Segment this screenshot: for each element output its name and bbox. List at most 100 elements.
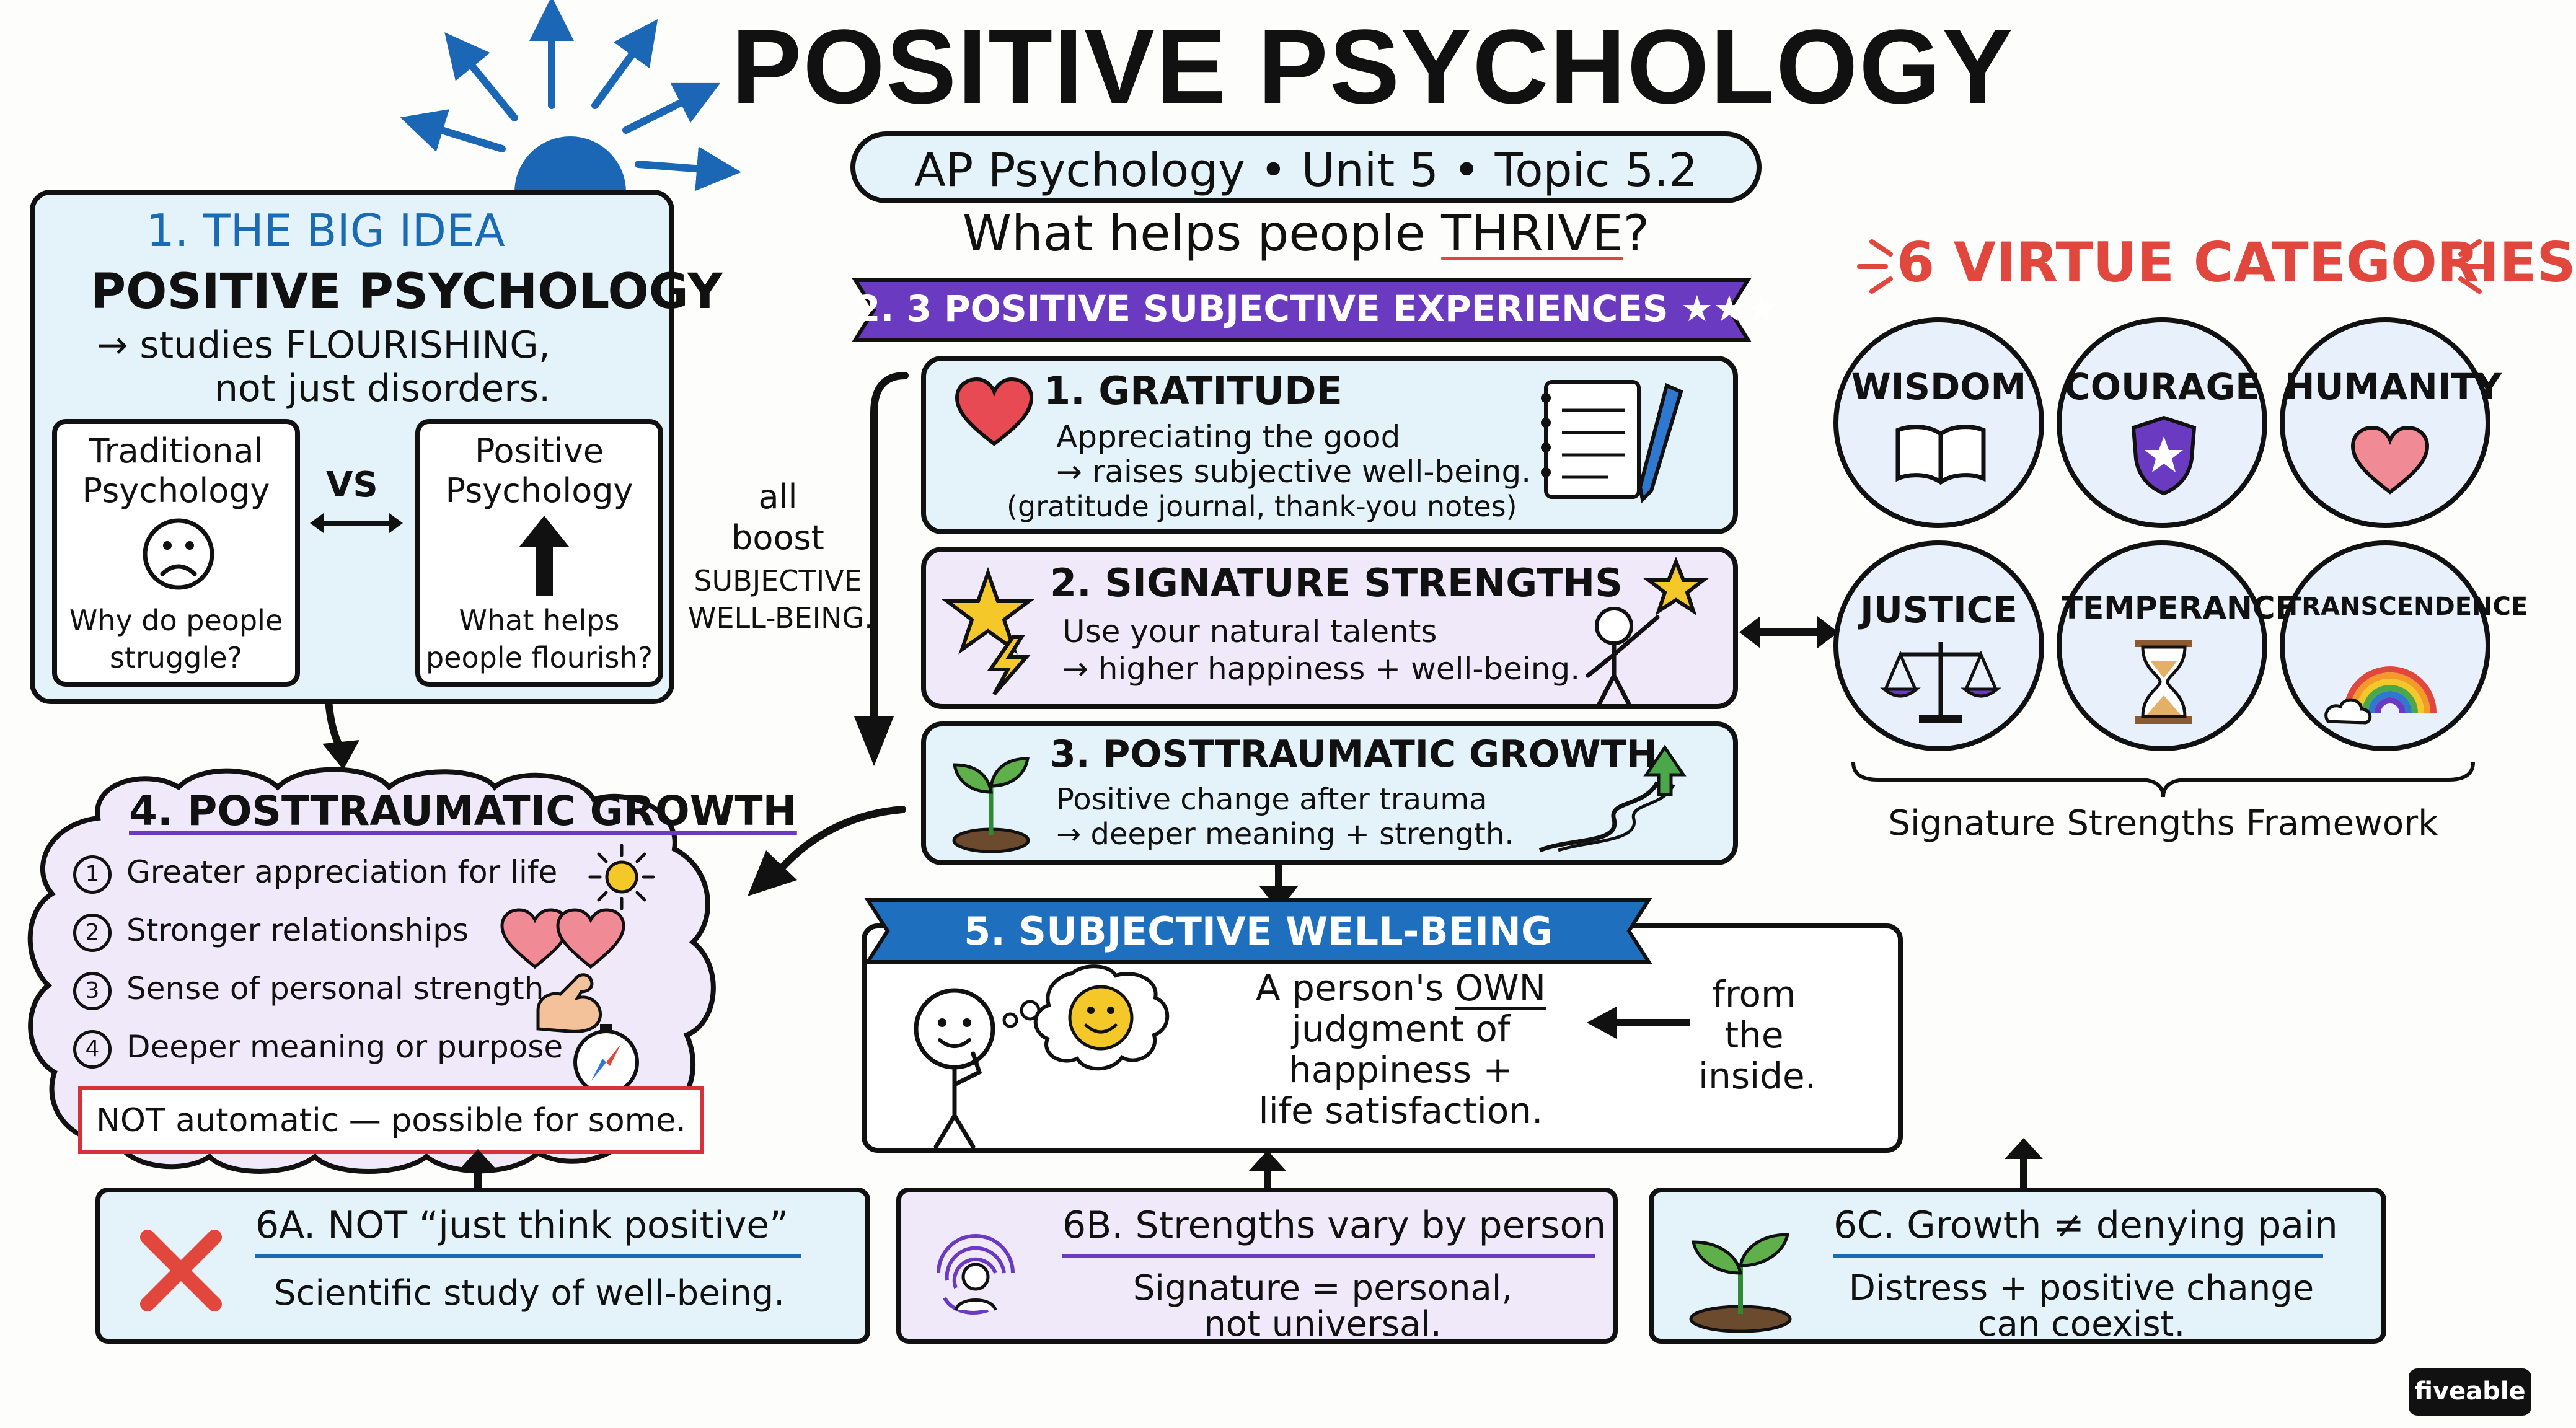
experiences-banner: 2. 3 POSITIVE SUBJECTIVE EXPERIENCES ★★★ — [852, 276, 1778, 343]
signature-strengths-l2: → higher happiness + well-being. — [1062, 651, 1581, 687]
gratitude-l2: → raises subjective well-being. — [1056, 454, 1532, 490]
ptg-item-2-text: Stronger relationships — [126, 912, 469, 948]
traditional-card: Traditional Psychology Why do people str… — [52, 419, 300, 687]
page-title: POSITIVE PSYCHOLOGY — [731, 8, 2014, 126]
virtue-temperance: TEMPERANCE — [2057, 540, 2296, 751]
posttraumatic-growth-card: 3. POSTTRAUMATIC GROWTH Positive change … — [921, 721, 1738, 865]
swb-banner-text: 5. SUBJECTIVE WELL-BEING — [964, 909, 1553, 954]
traditional-q2: struggle? — [110, 641, 242, 674]
big-idea-panel: 1. THE BIG IDEA POSITIVE PSYCHOLOGY → st… — [30, 190, 723, 704]
all-boost-2: boost — [731, 518, 824, 557]
posttraumatic-growth-l1: Positive change after trauma — [1056, 782, 1488, 817]
misc-6b-title: 6B. Strengths vary by person — [1062, 1204, 1607, 1247]
shield-star-icon — [2130, 415, 2198, 496]
question-pre: What helps people — [962, 205, 1442, 262]
scales-icon — [1880, 638, 2001, 725]
virtues-framework: Signature Strengths Framework — [1888, 803, 2438, 844]
swb-from-2: the — [1724, 1014, 1784, 1056]
big-idea-title: POSITIVE PSYCHOLOGY — [90, 264, 723, 320]
misc-6a-title: 6A. NOT “just think positive” — [255, 1204, 789, 1247]
posttraumatic-growth-l2: → deeper meaning + strength. — [1056, 817, 1514, 852]
ptg-item-4-num: 4 — [73, 1029, 112, 1069]
bracket-arrow — [843, 369, 917, 797]
two-hearts-icon — [500, 908, 625, 971]
misc-6c: 6C. Growth ≠ denying pain Distress + pos… — [1649, 1188, 2386, 1344]
swb-from-1: from — [1712, 973, 1796, 1015]
ptg-item-2: 2 Stronger relationships — [73, 912, 469, 952]
gratitude-l3: (gratitude journal, thank-you notes) — [1007, 490, 1517, 523]
ptg-note: NOT automatic — possible for some. — [96, 1102, 686, 1139]
double-arrow-icon — [310, 511, 403, 536]
swb-from-3: inside. — [1698, 1055, 1817, 1097]
all-boost-note: all boost SUBJECTIVE WELL-BEING. — [688, 477, 873, 651]
ptg-item-1-num: 1 — [73, 855, 112, 894]
brand-text: fiveable — [2414, 1377, 2526, 1406]
hourglass-icon — [2133, 638, 2195, 725]
swb-line1: A person's OWN — [1202, 967, 1599, 1009]
virtue-justice-label: JUSTICE — [1860, 589, 2018, 631]
ptg-item-3-text: Sense of personal strength — [126, 971, 544, 1007]
misc-6b-l2: not universal. — [1204, 1304, 1442, 1344]
positive-q2: people flourish? — [425, 641, 653, 674]
misc-6a-underline — [255, 1254, 801, 1258]
virtue-humanity: HUMANITY — [2280, 317, 2502, 528]
positive-card: Positive Psychology What helps people fl… — [415, 419, 663, 687]
virtues-heading-dashes — [1847, 229, 2504, 298]
all-boost-1: all — [758, 477, 798, 516]
flexed-arm-icon — [532, 967, 606, 1035]
rainbow-icon — [2322, 645, 2458, 725]
misc-6a-l1: Scientific study of well-being. — [274, 1273, 785, 1313]
virtue-wisdom-label: WISDOM — [1851, 366, 2027, 408]
heart-icon — [955, 377, 1034, 447]
question-text: What helps people THRIVE? — [850, 205, 1762, 262]
swb-line2: judgment of — [1291, 1008, 1511, 1050]
big-idea-heading: 1. THE BIG IDEA — [146, 205, 505, 257]
subtitle-pill: AP Psychology • Unit 5 • Topic 5.2 — [850, 131, 1762, 203]
posttraumatic-growth-title: 3. POSTTRAUMATIC GROWTH — [1050, 733, 1657, 776]
experiences-banner-text: 2. 3 POSITIVE SUBJECTIVE EXPERIENCES ★★★ — [855, 288, 1778, 330]
arrow-from-inside — [1587, 1004, 1692, 1041]
big-idea-line1: → studies FLOURISHING, — [97, 324, 550, 367]
swb-line3: happiness + — [1289, 1049, 1513, 1091]
traditional-q1: Why do people — [69, 604, 283, 637]
path-arrow-icon — [1533, 739, 1701, 857]
gratitude-title: 1. GRATITUDE — [1044, 368, 1343, 413]
virtue-courage-label: COURAGE — [2064, 366, 2260, 408]
brand-badge: fiveable — [2409, 1368, 2531, 1416]
virtue-courage: COURAGE — [2057, 317, 2267, 528]
virtue-wisdom: WISDOM — [1833, 317, 2044, 528]
misc-6c-title: 6C. Growth ≠ denying pain — [1833, 1204, 2338, 1247]
gratitude-card: 1. GRATITUDE Appreciating the good → rai… — [921, 356, 1738, 534]
sprout-icon-6c — [1685, 1221, 1796, 1333]
sun-icon — [400, 0, 741, 192]
misc-6c-underline — [1833, 1254, 2323, 1258]
all-boost-4: WELL-BEING. — [688, 601, 873, 635]
positive-title1: Positive — [474, 431, 604, 470]
positive-q1: What helps — [459, 604, 620, 637]
traditional-title1: Traditional — [89, 431, 263, 470]
star-bolt-icon — [942, 566, 1038, 695]
big-idea-line2: not just disorders. — [214, 367, 551, 410]
ptg-item-4: 4 Deeper meaning or purpose — [73, 1029, 563, 1069]
thinking-person-icon — [899, 964, 1221, 1149]
sad-face-icon — [141, 517, 216, 591]
sun-small-icon — [588, 843, 656, 911]
virtue-temperance-label: TEMPERANCE — [2062, 590, 2296, 626]
misc-6b-underline — [1062, 1254, 1595, 1258]
ptg-item-2-num: 2 — [73, 913, 112, 952]
virtue-humanity-label: HUMANITY — [2285, 366, 2502, 408]
virtues-brace — [1851, 762, 2475, 800]
swb-banner: 5. SUBJECTIVE WELL-BEING — [864, 897, 1652, 964]
ptg-item-3-num: 3 — [73, 971, 112, 1010]
question-post: ? — [1623, 205, 1650, 262]
ptg-item-4-text: Deeper meaning or purpose — [126, 1029, 563, 1065]
virtue-transcendence: TRANSCENDENCE — [2280, 540, 2528, 751]
book-icon — [1894, 421, 1987, 485]
misc-6c-l2: can coexist. — [1977, 1304, 2186, 1344]
misc-6b: 6B. Strengths vary by person Signature =… — [896, 1188, 1618, 1344]
double-arrow-virtues — [1739, 614, 1838, 651]
ptg-heading: 4. POSTTRAUMATIC GROWTH — [129, 787, 797, 835]
vs-label: VS — [326, 465, 378, 505]
question-em: THRIVE — [1441, 205, 1623, 262]
arrow-6c-up — [2002, 1138, 2045, 1188]
